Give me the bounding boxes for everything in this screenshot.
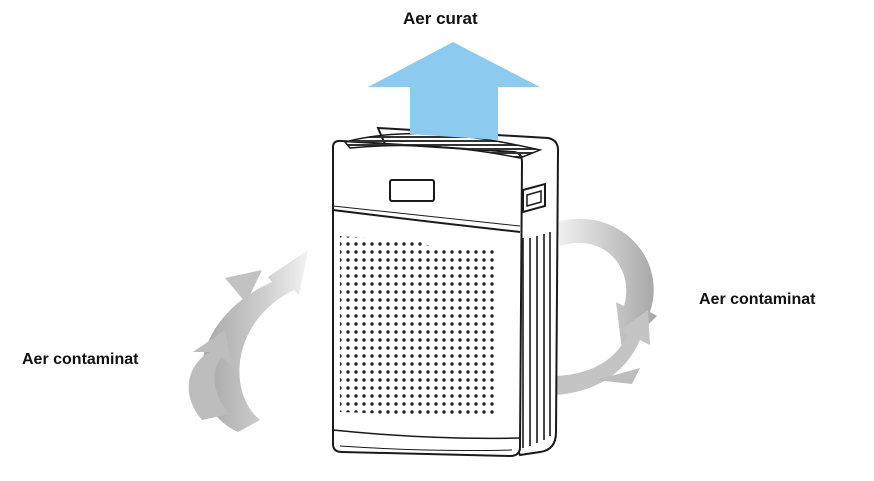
- polluted-air-label-left: Aer contaminat: [22, 351, 139, 368]
- air-purifier-device: [332, 126, 560, 458]
- polluted-air-arrow-right: [555, 218, 657, 395]
- clean-air-arrow: [368, 42, 540, 140]
- polluted-air-label-right: Aer contaminat: [699, 291, 816, 308]
- clean-air-label: Aer curat: [403, 9, 478, 28]
- polluted-air-arrow-left: [188, 250, 308, 432]
